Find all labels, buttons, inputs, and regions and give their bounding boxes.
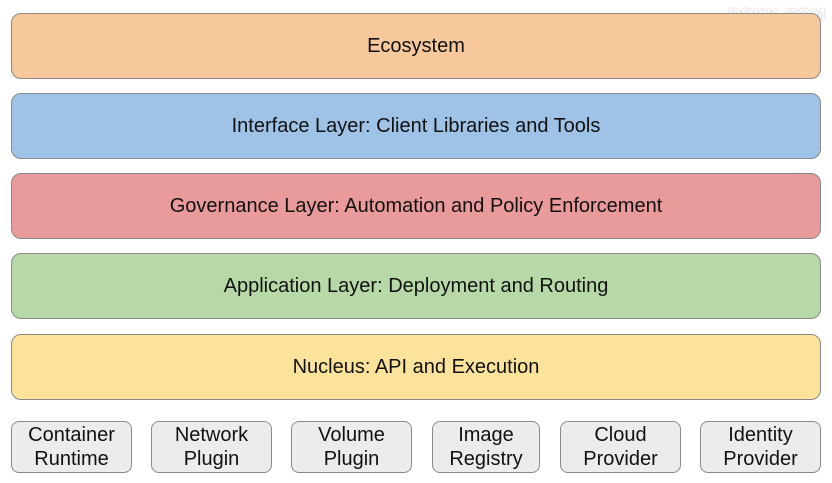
plugin-label-line1: Container (28, 424, 115, 446)
plugin-network: Network Plugin (151, 421, 272, 473)
plugin-label-line1: Network (174, 424, 249, 446)
layer-ecosystem: Ecosystem (11, 13, 821, 79)
plugin-container-runtime: Container Runtime (11, 421, 132, 473)
layer-label: Nucleus: API and Execution (292, 355, 540, 378)
layer-label: Interface Layer: Client Libraries and To… (231, 114, 601, 137)
plugin-volume: Volume Plugin (291, 421, 412, 473)
layer-interface: Interface Layer: Client Libraries and To… (11, 93, 821, 159)
plugin-label-line2: Runtime (34, 448, 109, 470)
plugin-identity-provider: Identity Provider (700, 421, 821, 473)
layer-governance: Governance Layer: Automation and Policy … (11, 173, 821, 239)
plugin-label-line1: Image (458, 424, 514, 446)
plugin-label-line1: Volume (318, 424, 385, 446)
plugin-label-line2: Provider (583, 448, 658, 470)
layer-label: Governance Layer: Automation and Policy … (169, 194, 663, 217)
plugin-label-line2: Registry (449, 448, 523, 470)
layer-label: Ecosystem (367, 34, 465, 57)
plugin-image-registry: Image Registry (432, 421, 540, 473)
plugin-label-line2: Plugin (323, 448, 380, 470)
plugin-label-line1: Cloud (594, 424, 647, 446)
plugin-label-line1: Identity (728, 424, 793, 446)
layer-label: Application Layer: Deployment and Routin… (223, 274, 609, 297)
plugin-label-line2: Plugin (183, 448, 240, 470)
layer-application: Application Layer: Deployment and Routin… (11, 253, 821, 319)
plugin-cloud-provider: Cloud Provider (560, 421, 681, 473)
layer-nucleus: Nucleus: API and Execution (11, 334, 821, 400)
plugin-label-line2: Provider (723, 448, 798, 470)
